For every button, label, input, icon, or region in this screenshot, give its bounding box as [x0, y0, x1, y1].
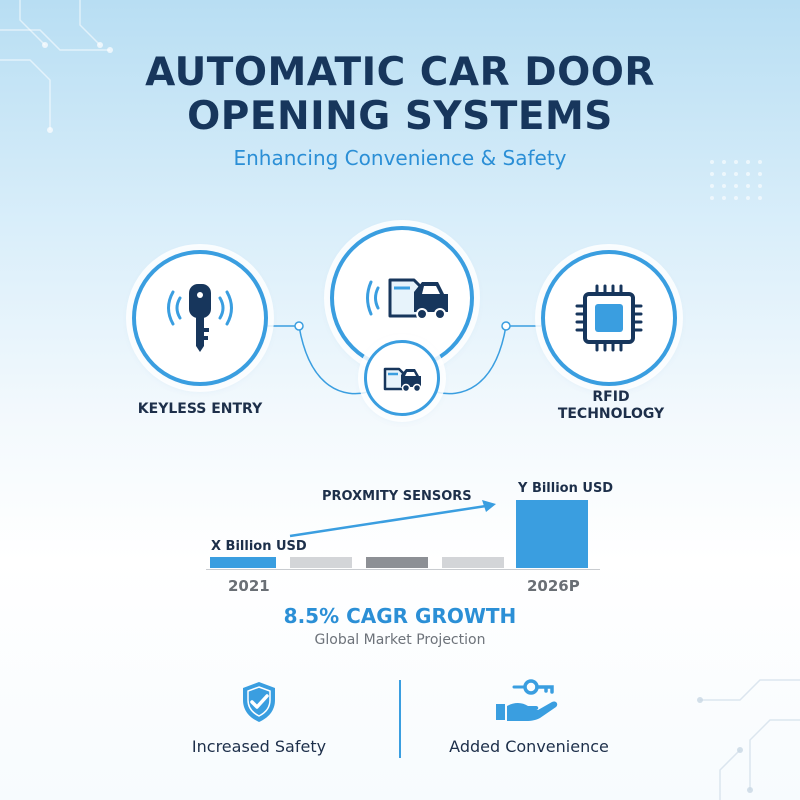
- car-door-sensor-icon: [366, 278, 448, 320]
- bar-placeholder-2: [366, 557, 428, 568]
- car-door-small-icon: [383, 367, 422, 393]
- feature-connectors: [262, 321, 541, 395]
- page-subtitle: Enhancing Convenience & Safety: [233, 146, 567, 170]
- start-year-label: 2021: [228, 577, 270, 595]
- key-signal-icon: [167, 284, 233, 352]
- keyless-entry-label: KEYLESS ENTRY: [137, 401, 263, 417]
- page-title-line-1: AUTOMATIC CAR DOOR: [145, 50, 655, 95]
- rfid-circle: [541, 250, 677, 386]
- bar-placeholder-1: [290, 557, 352, 568]
- page-title-line-2: OPENING SYSTEMS: [187, 94, 613, 139]
- trend-label: PROXMITY SENSORS: [322, 489, 472, 504]
- bar-2026p: [516, 500, 588, 568]
- market-baseline: [206, 569, 600, 570]
- start-value-label: X Billion USD: [211, 539, 307, 554]
- benefit-safety-label: Increased Safety: [191, 737, 327, 756]
- trend-arrow: [289, 500, 496, 538]
- circuit-decoration-bottom-right: [697, 679, 800, 800]
- hand-key-icon: [496, 679, 558, 721]
- benefits-divider: [399, 680, 401, 758]
- rfid-label-line-2: TECHNOLOGY: [557, 406, 665, 422]
- bar-2021: [210, 557, 276, 568]
- car-door-small-circle: [364, 340, 440, 416]
- cagr-growth-subtitle: Global Market Projection: [314, 632, 486, 648]
- rfid-label-line-1: RFID: [592, 389, 630, 405]
- end-value-label: Y Billion USD: [518, 481, 614, 496]
- chip-icon: [575, 284, 643, 352]
- keyless-entry-circle: [132, 250, 268, 386]
- dot-grid-decoration: [710, 160, 762, 200]
- cagr-growth-heading: 8.5% CAGR GROWTH: [283, 604, 517, 628]
- benefit-convenience-label: Added Convenience: [449, 737, 609, 756]
- shield-check-icon: [243, 682, 275, 722]
- circuit-decoration-top-left: [0, 0, 113, 133]
- end-year-label: 2026P: [527, 577, 580, 595]
- bar-placeholder-3: [442, 557, 504, 568]
